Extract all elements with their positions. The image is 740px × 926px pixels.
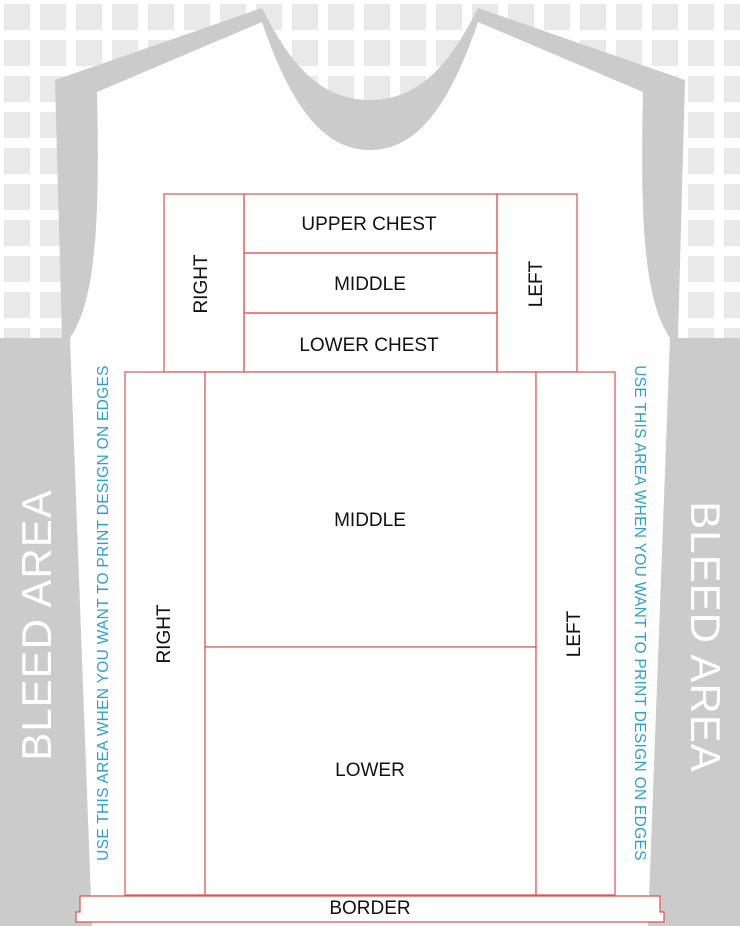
chest-lower-label: LOWER CHEST [299,335,439,356]
body-middle-zone [204,371,537,648]
bleed-area-label-right: BLEED AREA [682,501,729,773]
bleed-area-label-left: BLEED AREA [13,489,60,761]
body-lower-label: LOWER [335,760,405,781]
body-right-label: RIGHT [154,604,175,664]
body-middle-label: MIDDLE [334,510,406,531]
body-lower-zone [204,646,537,896]
body-left-zone [535,371,616,896]
chest-left-label: LEFT [526,260,547,308]
body-right-zone [124,371,206,896]
body-zone-grid [124,371,616,896]
chest-middle-label: MIDDLE [334,274,406,295]
chest-right-label: RIGHT [191,254,212,314]
body-left-label: LEFT [564,610,585,658]
edge-print-note-right: USE THIS AREA WHEN YOU WANT TO PRINT DES… [631,365,648,861]
edge-print-note-left: USE THIS AREA WHEN YOU WANT TO PRINT DES… [95,365,112,861]
border-zone [75,895,665,923]
border-label: BORDER [329,898,411,919]
chest-upper-label: UPPER CHEST [301,214,437,235]
